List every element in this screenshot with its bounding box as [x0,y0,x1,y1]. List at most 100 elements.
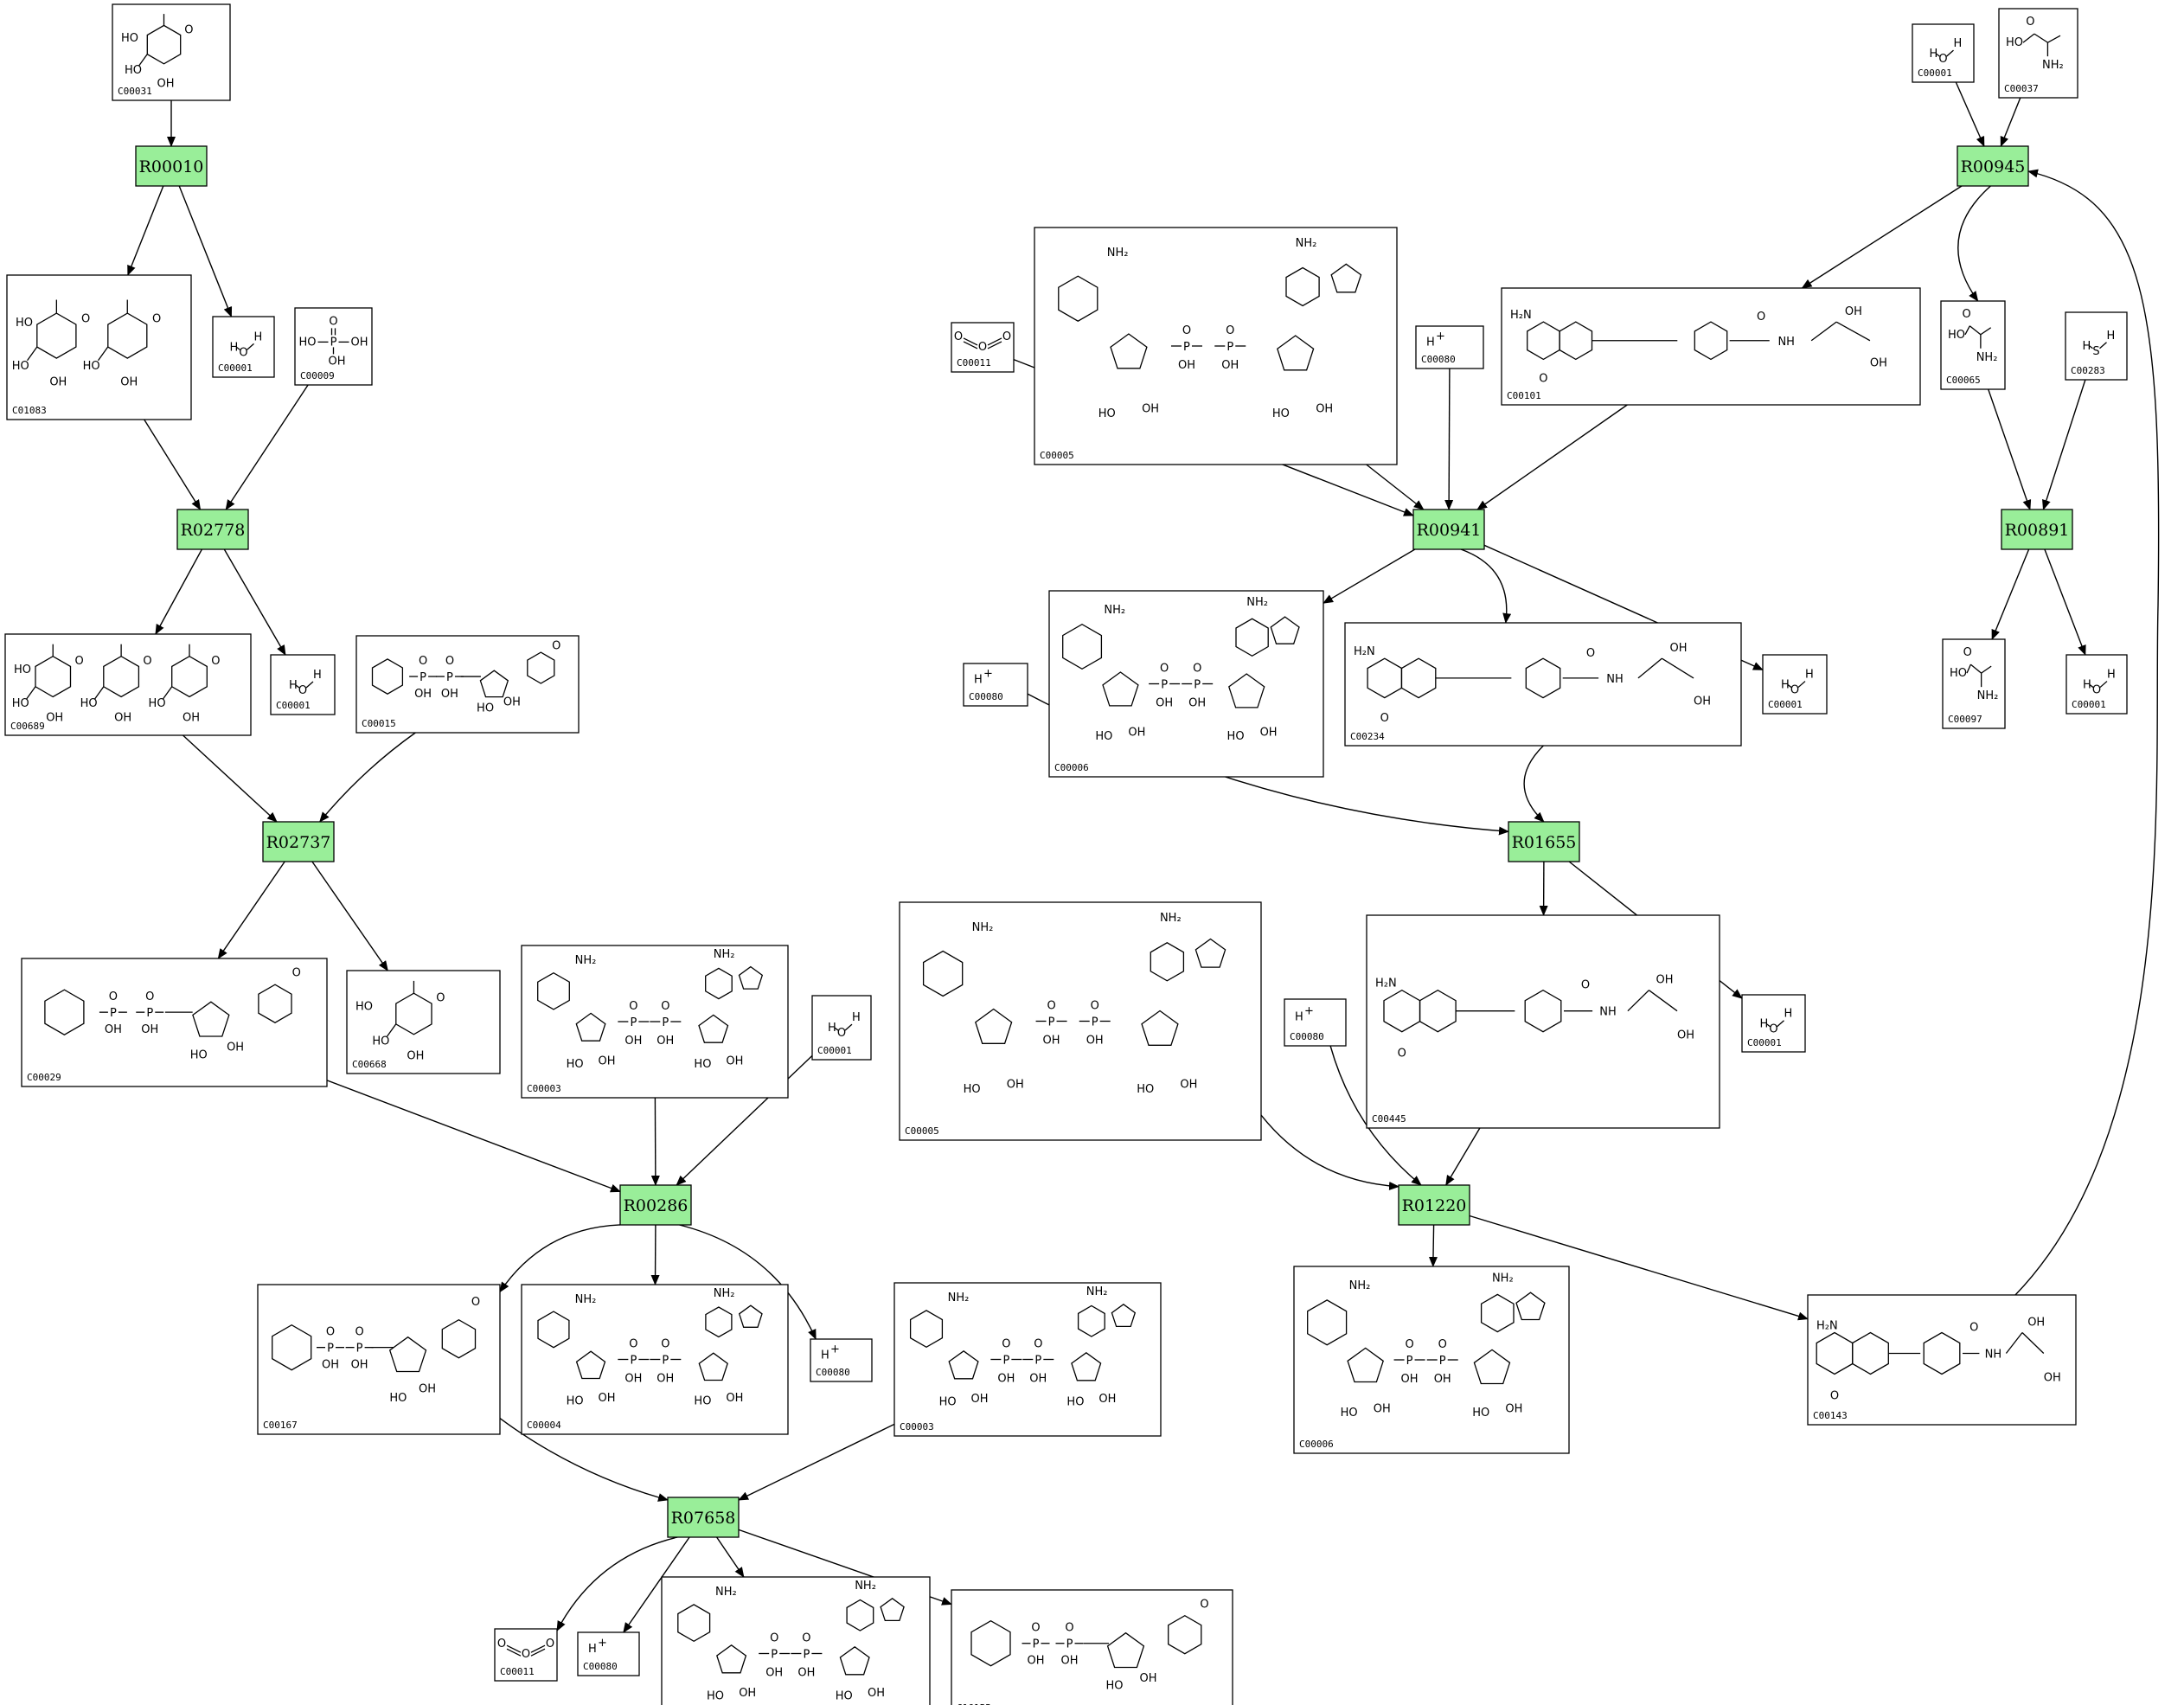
compound-c00080[interactable]: H+C00080 [963,663,1028,707]
ring-shape [575,1350,606,1380]
reaction-r00891[interactable]: R00891 [2001,509,2073,550]
atom-label: OH [624,1035,642,1048]
bond-line [26,686,36,700]
bond-line [1766,1023,1771,1028]
ring-shape [1110,333,1148,369]
reaction-r00010[interactable]: R00010 [135,145,208,187]
ring-shape [103,655,140,698]
compound-c00080[interactable]: H+C00080 [1284,998,1347,1047]
atom-label: OH [1694,695,1711,708]
reaction-box [262,821,335,862]
bond-line [2021,1332,2045,1354]
atom-label: O [1031,1622,1040,1635]
edge-n2-to-r02778 [144,419,202,510]
edge-r02737-to-n9 [311,861,388,971]
edge-n10-to-r00286 [650,1097,660,1186]
compound-c00080[interactable]: H+C00080 [577,1631,640,1676]
atom-label: + [983,668,993,681]
atom-label: O [436,992,445,1005]
reaction-r07658[interactable]: R07658 [667,1497,740,1538]
atom-label: P [1066,1638,1073,1651]
reaction-r00941[interactable]: R00941 [1412,509,1485,550]
atom-label: OH [227,1042,244,1054]
reaction-r01655[interactable]: R01655 [1508,821,1580,862]
compound-c00080[interactable]: H+C00080 [1415,325,1484,369]
reaction-label: R00941 [1417,521,1482,540]
ring-shape [1111,1303,1137,1328]
compound-box [1998,8,2078,99]
atom-label: H₂N [1354,645,1375,658]
ring-shape [527,651,555,684]
ring-shape [272,1324,312,1371]
compound-box [494,1628,558,1682]
compound-code-label: C01083 [12,405,47,416]
ring-shape [880,1597,905,1622]
compound-code-label: C00143 [1813,1410,1848,1421]
compound-code-label: C00080 [816,1367,850,1378]
reaction-r00286[interactable]: R00286 [619,1184,692,1226]
reaction-r02737[interactable]: R02737 [262,821,335,862]
bond-line [530,1648,546,1657]
atom-label: P [330,336,337,349]
atom-label: H [821,1349,829,1362]
atom-label: H [852,1011,861,1024]
reaction-box [1398,1184,1470,1226]
atom-label: OH [726,1054,743,1067]
reaction-r01220[interactable]: R01220 [1398,1184,1470,1226]
atom-label: OH [49,375,67,388]
structure-drawing: H+ [588,1637,607,1656]
compound-code-label: C00001 [276,700,311,711]
reaction-r00945[interactable]: R00945 [1957,145,2029,187]
compound-c00080[interactable]: H+C00080 [810,1338,873,1382]
compound-c16155[interactable]: POOHPOOHHOOHOC16155 [951,1589,1233,1705]
edge-r00010-to-n3 [178,185,233,317]
atom-label: OH [322,1359,339,1372]
bond-line [1964,325,1970,336]
bond-line [2047,35,2061,43]
atom-label: HO [12,697,29,710]
atom-label: NH₂ [714,1287,735,1300]
atom-label: HO [149,697,166,710]
ring-shape [36,312,77,359]
ring-shape [705,1306,733,1338]
ring-shape [107,312,148,359]
atom-label: O [629,1338,637,1351]
reaction-r02778[interactable]: R02778 [176,509,249,550]
